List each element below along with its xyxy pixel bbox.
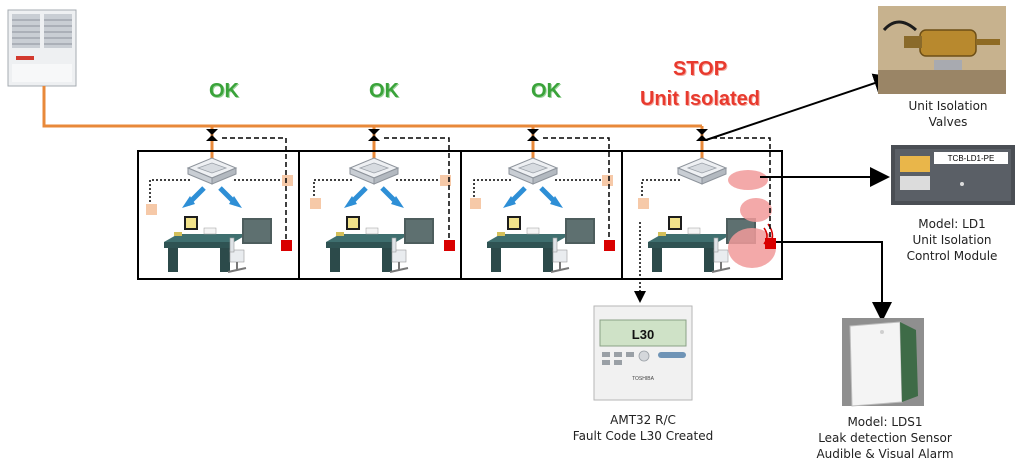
lds1-caption: Model: LDS1 Leak detection Sensor Audibl… <box>800 414 970 462</box>
lds1-caption-line1: Model: LDS1 <box>847 415 923 429</box>
lds1-sensor-graphic <box>842 318 924 407</box>
zone-3-status: OK <box>531 80 561 102</box>
rc-caption: AMT32 R/C Fault Code L30 Created <box>560 412 726 444</box>
ld1-caption-line1: Model: LD1 <box>918 217 986 231</box>
connector-arrows <box>705 73 894 322</box>
ld1-caption-line3: Control Module <box>906 249 998 263</box>
lds1-caption-line2: Leak detection Sensor <box>818 431 952 445</box>
remote-controller-graphic: L30 TOSHIBA <box>593 305 693 401</box>
valves-caption: Unit Isolation Valves <box>884 98 1012 130</box>
ld1-caption: Model: LD1 Unit Isolation Control Module <box>884 216 1020 264</box>
ld1-panel-label: TCB-LD1-PE <box>948 154 995 163</box>
zone-2-status: OK <box>369 80 399 102</box>
zone-1 <box>146 137 293 273</box>
zone-4 <box>634 137 776 303</box>
isolation-valve-markers <box>206 129 708 141</box>
rc-caption-line1: AMT32 R/C <box>610 413 676 427</box>
room-boxes <box>137 150 783 280</box>
valves-caption-line2: Valves <box>928 115 968 129</box>
zone-1-status: OK <box>209 80 239 102</box>
zone-3 <box>470 137 615 273</box>
zone-2 <box>310 137 455 273</box>
lds1-caption-line3: Audible & Visual Alarm <box>816 447 954 461</box>
valve-photo <box>878 6 1006 94</box>
ld1-caption-line2: Unit Isolation <box>912 233 992 247</box>
rc-display-code: L30 <box>632 327 654 342</box>
outdoor-unit <box>7 9 77 87</box>
valves-caption-line1: Unit Isolation <box>908 99 988 113</box>
rc-brand: TOSHIBA <box>632 376 655 382</box>
zone-4-status-isolated: Unit Isolated <box>639 88 760 110</box>
rc-caption-line2: Fault Code L30 Created <box>572 429 714 443</box>
ld1-module-graphic: TCB-LD1-PE <box>891 145 1015 205</box>
zone-4-status-stop: STOP <box>672 58 728 80</box>
